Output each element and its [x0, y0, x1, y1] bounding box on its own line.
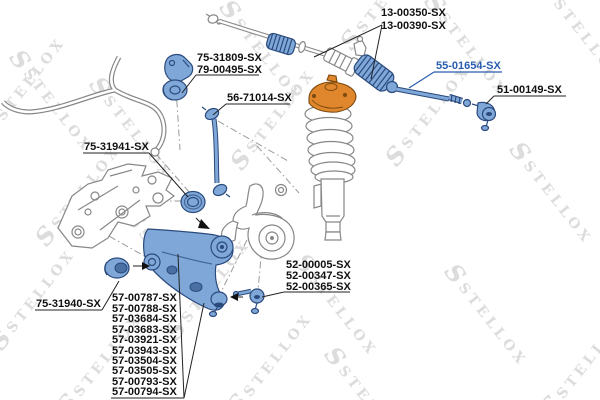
label-arm-bushing-rear[interactable]: 75-31941-SX: [84, 141, 149, 153]
label-rack-a[interactable]: 13-00350-SX: [381, 7, 446, 19]
label-tie-rod-end[interactable]: 51-00149-SX: [497, 84, 562, 96]
label-control-arm-variant[interactable]: 57-03505-SX: [112, 365, 177, 377]
strut-top-mount: [308, 74, 357, 113]
stabilizer-bar[interactable]: [1, 55, 167, 157]
stabilizer-bushing[interactable]: [162, 79, 188, 101]
steering-rack[interactable]: [205, 13, 397, 94]
ball-joint[interactable]: [232, 288, 265, 315]
part-number-labels: 13-00350-SX 13-00390-SX 75-31809-SX 79-0…: [36, 7, 562, 398]
label-control-arm-variant[interactable]: 57-00794-SX: [112, 386, 177, 398]
stabilizer-bracket[interactable]: [164, 53, 194, 83]
stabilizer-link[interactable]: [201, 106, 231, 198]
install-arrows: [133, 217, 243, 301]
label-control-arm-variant[interactable]: 57-00788-SX: [112, 303, 177, 315]
label-control-arm-variant[interactable]: 57-03504-SX: [112, 355, 177, 367]
strut-body: [313, 178, 345, 241]
label-control-arm-variant[interactable]: 57-00787-SX: [112, 292, 177, 304]
coil-spring: [304, 104, 356, 184]
label-leader-lines: [35, 24, 566, 399]
label-ball-joint-c[interactable]: 52-00365-SX: [286, 281, 351, 293]
label-stab-bracket[interactable]: 75-31809-SX: [197, 52, 262, 64]
arm-ball-joint: [208, 291, 228, 318]
label-rack-b[interactable]: 13-00390-SX: [381, 20, 446, 32]
arm-bushing-front[interactable]: [104, 257, 130, 279]
axial-tie-rod[interactable]: [385, 80, 472, 108]
label-ball-joint-a[interactable]: 52-00005-SX: [286, 259, 351, 271]
label-control-arm-variant[interactable]: 57-03683-SX: [112, 324, 177, 336]
arm-bushing-rear[interactable]: [180, 190, 206, 214]
control-arm[interactable]: [143, 228, 234, 318]
label-stab-bushing[interactable]: 79-00495-SX: [197, 64, 262, 76]
rack-boot-right: [353, 54, 395, 92]
tie-rod-end[interactable]: [471, 101, 497, 132]
label-arm-bushing-front[interactable]: 75-31940-SX: [36, 298, 101, 310]
rack-boot-left: [265, 32, 297, 56]
subframe[interactable]: [57, 163, 176, 249]
label-stab-link[interactable]: 56-71014-SX: [227, 92, 292, 104]
label-ball-joint-b[interactable]: 52-00347-SX: [286, 270, 351, 282]
label-control-arm-variant[interactable]: 57-03943-SX: [112, 345, 177, 357]
label-control-arm-variant[interactable]: 57-00793-SX: [112, 376, 177, 388]
label-control-arm-variant[interactable]: 57-03684-SX: [112, 313, 177, 325]
tie-rod-lock-nut: [462, 98, 472, 108]
label-control-arm-variant[interactable]: 57-03921-SX: [112, 334, 177, 346]
label-axial-tie-rod-selected[interactable]: 55-01654-SX: [436, 60, 501, 72]
rack-housing: [323, 35, 367, 77]
strut-assembly[interactable]: [304, 74, 357, 241]
